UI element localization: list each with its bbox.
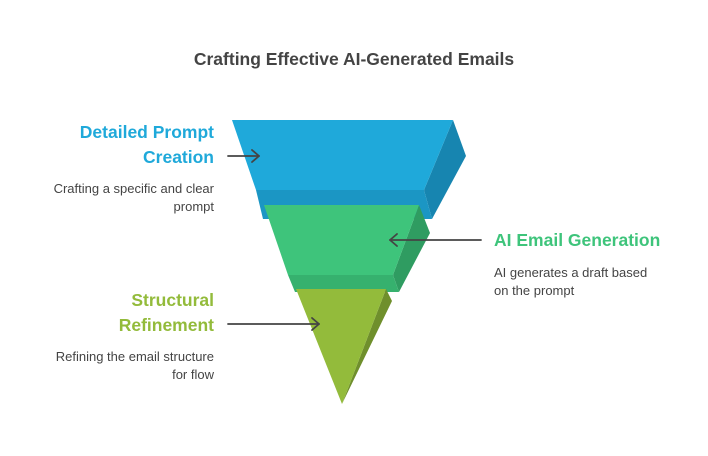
- stage-3-title: Structural Refinement: [20, 288, 214, 338]
- stage-3-title-line-1: Structural: [131, 290, 214, 310]
- stage-1-title-line-1: Detailed Prompt: [79, 122, 214, 142]
- stage-1-description: Crafting a specific and clear prompt: [14, 180, 214, 216]
- stage-3-title-line-2: Refinement: [118, 315, 214, 335]
- stage-2-description: AI generates a draft based on the prompt: [494, 264, 694, 300]
- stage-1-title: Detailed Prompt Creation: [20, 120, 214, 170]
- stage-1-side: [424, 120, 466, 219]
- stage-3-description: Refining the email structure for flow: [14, 348, 214, 384]
- stage-3-front: [296, 289, 386, 404]
- arrow-3: [227, 317, 320, 331]
- stage-2-description-line-2: on the prompt: [494, 283, 575, 298]
- stage-2-side: [393, 205, 430, 292]
- funnel-stage-3: [296, 289, 392, 404]
- stage-3-description-line-1: Refining the email structure: [55, 349, 214, 364]
- stage-1-description-line-1: Crafting a specific and clear: [53, 181, 214, 196]
- stage-2-bottom: [288, 275, 399, 292]
- stage-2-front: [264, 205, 419, 275]
- stage-2-description-line-1: AI generates a draft based: [494, 265, 648, 280]
- arrow-1: [227, 149, 260, 163]
- stage-1-title-line-2: Creation: [143, 147, 214, 167]
- funnel-stage-2: [264, 205, 430, 292]
- diagram-title: Crafting Effective AI-Generated Emails: [193, 49, 515, 69]
- stage-1-description-line-2: prompt: [173, 199, 214, 214]
- stage-1-front: [232, 120, 453, 190]
- stage-2-title: AI Email Generation: [494, 228, 694, 253]
- stage-3-description-line-2: for flow: [172, 367, 214, 382]
- arrow-2: [389, 233, 482, 247]
- stage-3-side: [342, 289, 392, 404]
- stage-2-title-line-1: AI Email Generation: [494, 230, 661, 250]
- funnel-stage-1: [232, 120, 466, 219]
